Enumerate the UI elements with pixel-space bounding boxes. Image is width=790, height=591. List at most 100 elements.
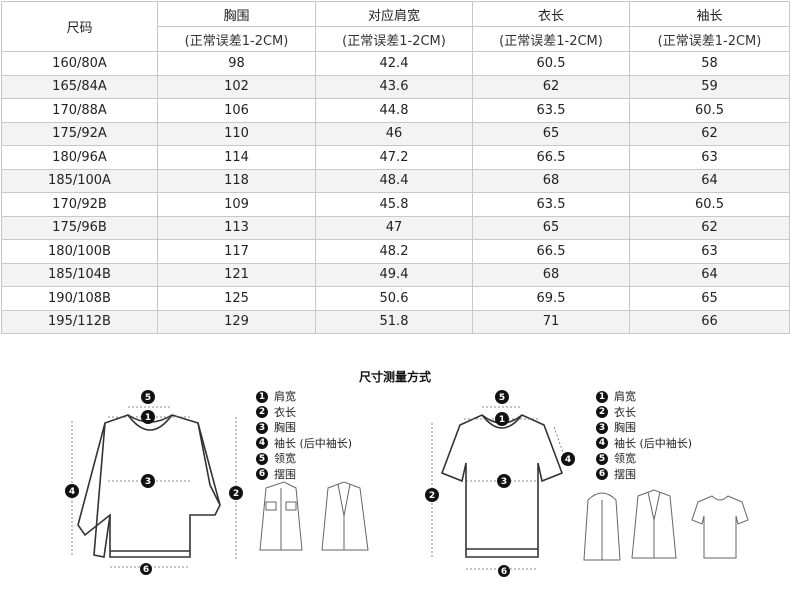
table-cell: 68 <box>472 168 630 193</box>
table-cell: 45.8 <box>315 192 473 217</box>
svg-text:6: 6 <box>143 565 149 575</box>
table-cell: 60.5 <box>629 192 790 217</box>
table-cell: 68 <box>472 262 630 287</box>
table-cell: 125 <box>157 286 316 311</box>
table-cell: 160/80A <box>1 51 158 76</box>
table-cell: 60.5 <box>629 98 790 123</box>
header-shoulder: 对应肩宽 <box>315 1 473 27</box>
table-cell: 110 <box>157 121 316 146</box>
table-cell: 180/96A <box>1 145 158 170</box>
svg-text:2: 2 <box>233 489 239 499</box>
svg-text:5: 5 <box>499 393 505 403</box>
svg-text:4: 4 <box>69 487 75 497</box>
table-cell: 66.5 <box>472 239 630 264</box>
header-length: 衣长 <box>472 1 630 27</box>
table-cell: 180/100B <box>1 239 158 264</box>
jacket-icons-left <box>259 481 369 551</box>
table-cell: 71 <box>472 309 630 334</box>
table-cell: 66 <box>629 309 790 334</box>
table-cell: 117 <box>157 239 316 264</box>
table-cell: 102 <box>157 74 316 99</box>
table-cell: 185/100A <box>1 168 158 193</box>
table-cell: 170/88A <box>1 98 158 123</box>
tshirt-diagram: 51 32 46 <box>425 390 575 577</box>
table-cell: 64 <box>629 262 790 287</box>
table-cell: 51.8 <box>315 309 473 334</box>
table-cell: 47.2 <box>315 145 473 170</box>
table-cell: 48.4 <box>315 168 473 193</box>
table-cell: 60.5 <box>472 51 630 76</box>
size-table: 尺码 胸围 对应肩宽 衣长 袖长 (正常误差1-2CM) (正常误差1-2CM)… <box>1 1 790 334</box>
table-cell: 106 <box>157 98 316 123</box>
table-cell: 165/84A <box>1 74 158 99</box>
header-length-note: (正常误差1-2CM) <box>472 26 630 52</box>
header-sleeve-note: (正常误差1-2CM) <box>629 26 790 52</box>
table-cell: 63.5 <box>472 192 630 217</box>
table-cell: 175/96B <box>1 215 158 240</box>
svg-text:1: 1 <box>499 415 505 425</box>
table-cell: 109 <box>157 192 316 217</box>
table-cell: 129 <box>157 309 316 334</box>
table-cell: 185/104B <box>1 262 158 287</box>
table-cell: 69.5 <box>472 286 630 311</box>
header-shoulder-note: (正常误差1-2CM) <box>315 26 473 52</box>
table-cell: 65 <box>629 286 790 311</box>
table-cell: 49.4 <box>315 262 473 287</box>
table-cell: 170/92B <box>1 192 158 217</box>
header-size: 尺码 <box>1 1 158 52</box>
table-cell: 114 <box>157 145 316 170</box>
svg-text:1: 1 <box>145 413 151 423</box>
table-cell: 62 <box>629 215 790 240</box>
table-cell: 63 <box>629 145 790 170</box>
table-cell: 98 <box>157 51 316 76</box>
table-cell: 47 <box>315 215 473 240</box>
table-cell: 175/92A <box>1 121 158 146</box>
table-cell: 62 <box>629 121 790 146</box>
table-cell: 63.5 <box>472 98 630 123</box>
table-cell: 190/108B <box>1 286 158 311</box>
svg-text:3: 3 <box>501 477 507 487</box>
table-cell: 121 <box>157 262 316 287</box>
table-cell: 64 <box>629 168 790 193</box>
table-cell: 59 <box>629 74 790 99</box>
header-chest-note: (正常误差1-2CM) <box>157 26 316 52</box>
table-cell: 63 <box>629 239 790 264</box>
table-cell: 118 <box>157 168 316 193</box>
table-cell: 58 <box>629 51 790 76</box>
table-cell: 46 <box>315 121 473 146</box>
sweater-diagram: 51 32 46 <box>65 390 243 575</box>
svg-text:6: 6 <box>501 567 507 577</box>
svg-text:3: 3 <box>145 477 151 487</box>
table-cell: 65 <box>472 121 630 146</box>
measure-title: 尺寸测量方式 <box>358 370 431 384</box>
table-cell: 65 <box>472 215 630 240</box>
svg-text:4: 4 <box>565 455 571 465</box>
table-cell: 50.6 <box>315 286 473 311</box>
header-sleeve: 袖长 <box>629 1 790 27</box>
